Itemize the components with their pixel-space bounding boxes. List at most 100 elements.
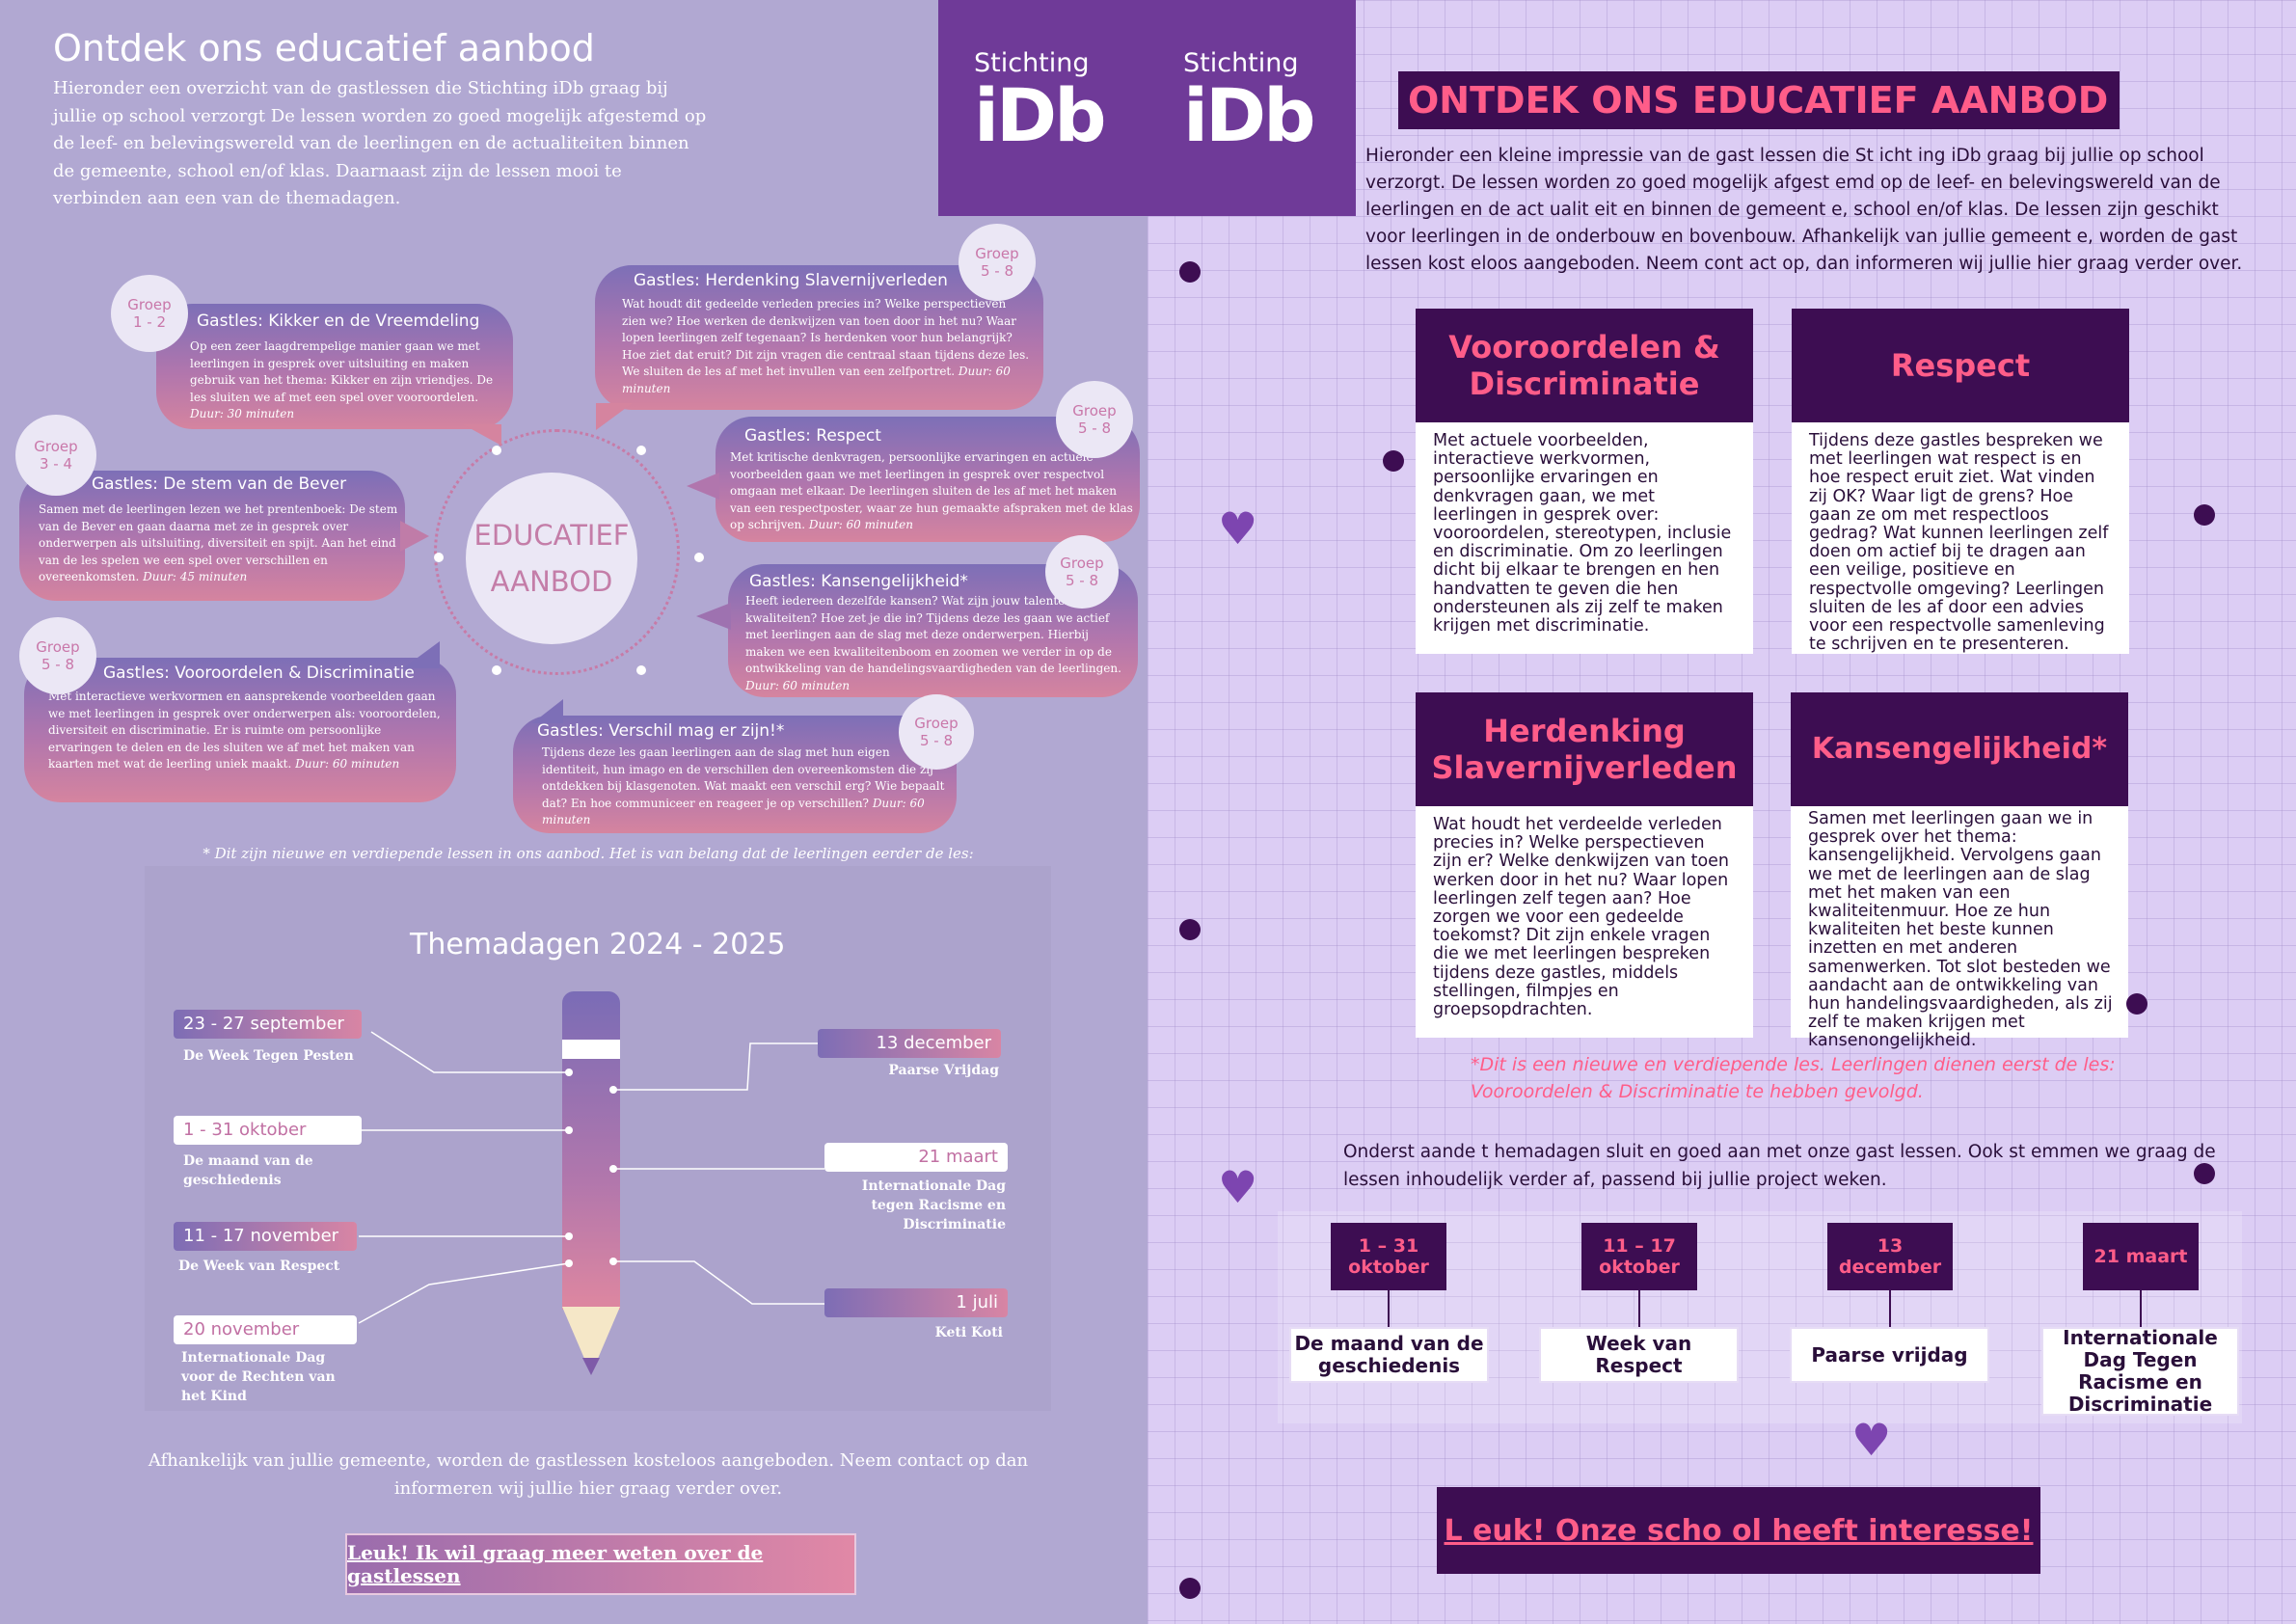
lesson-title: Gastles: Kikker en de Vreemdeling xyxy=(197,311,480,331)
card-text: Met actuele voorbeelden, interactieve we… xyxy=(1433,431,1732,636)
timeline-event: Keti Koti xyxy=(934,1325,1003,1340)
lesson-bubble-herdenking: Gastles: Herdenking Slavernijverleden Wa… xyxy=(595,265,1043,410)
timeline-date: 23 - 27 september xyxy=(174,1010,362,1039)
timeline-event: De maand van de geschiedenis xyxy=(183,1153,313,1188)
pencil-lead xyxy=(582,1358,600,1375)
timeline-event-box: Week van Respect xyxy=(1539,1327,1739,1383)
bubble-tail xyxy=(696,603,731,630)
lesson-bubble-bever: Gastles: De stem van de Bever Samen met … xyxy=(19,471,405,601)
timeline-date: 11 - 17 november xyxy=(174,1222,357,1251)
lesson-title: Gastles: Respect xyxy=(744,426,881,446)
left-intro: Hieronder een overzicht van de gastlesse… xyxy=(53,78,707,208)
card-vooroordelen: Vooroordelen & Discriminatie Met actuele… xyxy=(1416,309,1753,654)
timeline-connector xyxy=(1889,1290,1891,1327)
decor-dot xyxy=(2194,1163,2215,1184)
bubble-tail xyxy=(687,473,719,500)
decor-dot xyxy=(1179,261,1201,283)
lesson-title: Gastles: Verschil mag er zijn!* xyxy=(537,721,785,741)
left-bottom-note: Afhankelijk van jullie gemeente, worden … xyxy=(148,1450,1029,1499)
left-title: Ontdek ons educatief aanbod xyxy=(53,27,595,69)
ring-dot xyxy=(492,446,501,455)
timeline-event: Paarse Vrijdag xyxy=(888,1063,999,1078)
decor-dot xyxy=(2194,504,2215,526)
center-ring xyxy=(434,429,680,675)
timeline-event: De Week van Respect xyxy=(178,1259,340,1274)
decor-dot xyxy=(1179,1578,1201,1599)
timeline-event: Internationale Dag voor de Rechten van h… xyxy=(181,1350,336,1404)
timeline-date: 13 december xyxy=(818,1029,1001,1058)
center-line1: EDUCATIEF xyxy=(473,519,630,552)
bubble-tail xyxy=(400,521,429,552)
timeline-date: 1 - 31 oktober xyxy=(174,1116,362,1145)
card-title: Vooroordelen & Discriminatie xyxy=(1416,309,1753,422)
timeline-connector xyxy=(1638,1290,1640,1327)
lesson-text: Heeft iedereen dezelfde kansen? Wat zijn… xyxy=(745,594,1121,692)
heart-icon: ♥ xyxy=(1218,1161,1258,1213)
lesson-bubble-vooroordelen: Gastles: Vooroordelen & Discriminatie Me… xyxy=(24,658,456,802)
timeline-date: 20 november xyxy=(174,1315,357,1344)
heart-icon: ♥ xyxy=(1851,1414,1892,1466)
timeline-date: 1 juli xyxy=(824,1288,1008,1317)
card-herdenking: Herdenking Slavernijverleden Wat houdt h… xyxy=(1416,692,1753,1038)
timeline-date: 21 maart xyxy=(824,1143,1008,1172)
right-footnote: *Dit is een nieuwe en verdiepende les. L… xyxy=(1471,1054,2116,1102)
cta-left-button[interactable]: Leuk! Ik wil graag meer weten over de ga… xyxy=(345,1533,856,1595)
bubble-tail xyxy=(463,424,501,446)
ring-dot xyxy=(694,553,704,562)
card-text: Wat houdt het verdeelde verleden precies… xyxy=(1433,815,1730,1020)
decor-dot xyxy=(1383,450,1404,472)
center-line2: AANBOD xyxy=(490,565,613,598)
card-title: Respect xyxy=(1792,309,2129,422)
bubble-tail xyxy=(532,699,563,723)
lesson-bubble-kikker: Gastles: Kikker en de Vreemdeling Op een… xyxy=(156,304,513,429)
lesson-title: Gastles: Kansengelijkheid* xyxy=(749,572,968,591)
lesson-title: Gastles: De stem van de Bever xyxy=(92,474,347,494)
lesson-text: Samen met de leerlingen lezen we het pre… xyxy=(39,502,398,583)
timeline-connector xyxy=(1388,1290,1390,1327)
ring-dot xyxy=(636,446,646,455)
stichting-idb-logo: Stichting iDb xyxy=(1183,48,1316,158)
ring-dot xyxy=(492,665,501,675)
center-circle: EDUCATIEF AANBOD xyxy=(466,473,637,644)
lesson-title: Gastles: Herdenking Slavernijverleden xyxy=(634,271,948,290)
timeline-date-box: 21 maart xyxy=(2083,1223,2199,1290)
timeline-event-box: Paarse vrijdag xyxy=(1790,1327,1989,1383)
ring-dot xyxy=(636,665,646,675)
card-text: Samen met leerlingen gaan we in gesprek … xyxy=(1808,809,2113,1051)
decor-dot xyxy=(1179,919,1201,940)
right-title: ONTDEK ONS EDUCATIEF AANBOD xyxy=(1398,71,2120,129)
card-text: Tijdens deze gastles bespreken we met le… xyxy=(1809,431,2109,655)
lesson-bubble-verschil: Gastles: Verschil mag er zijn!* Tijdens … xyxy=(513,716,957,833)
decor-dot xyxy=(2126,993,2147,1015)
right-themadagen-text: Onderst aande t hemadagen sluit en goed … xyxy=(1343,1142,2216,1190)
cta-right-button[interactable]: L euk! Onze scho ol heeft interesse! xyxy=(1437,1487,2040,1574)
lesson-title: Gastles: Vooroordelen & Discriminatie xyxy=(103,663,415,683)
timeline-event-box: De maand van de geschiedenis xyxy=(1289,1327,1489,1383)
timeline-event-box: Internationale Dag Tegen Racisme en Disc… xyxy=(2041,1327,2239,1416)
card-title: Kansengelijkheid* xyxy=(1791,692,2128,806)
card-title: Herdenking Slavernijverleden xyxy=(1416,692,1753,806)
card-respect: Respect Tijdens deze gastles bespreken w… xyxy=(1792,309,2129,654)
pencil-band xyxy=(562,1040,620,1059)
lesson-text: Met kritische denkvragen, persoonlijke e… xyxy=(730,450,1133,531)
ring-dot xyxy=(434,553,444,562)
timeline-title: Themadagen 2024 - 2025 xyxy=(410,928,786,961)
lesson-text: Tijdens deze les gaan leerlingen aan de … xyxy=(542,745,945,826)
heart-icon: ♥ xyxy=(1218,502,1258,555)
lesson-text: Met interactieve werkvormen en aanspreke… xyxy=(48,690,441,771)
timeline-event: De Week Tegen Pesten xyxy=(183,1048,354,1064)
lesson-text: Wat houdt dit gedeelde verleden precies … xyxy=(622,297,1030,395)
bubble-tail xyxy=(403,641,440,668)
card-kansengelijkheid: Kansengelijkheid* Samen met leerlingen g… xyxy=(1791,692,2128,1050)
timeline-connector xyxy=(2140,1290,2142,1327)
timeline-event: Internationale Dag tegen Racisme en Disc… xyxy=(861,1178,1006,1232)
